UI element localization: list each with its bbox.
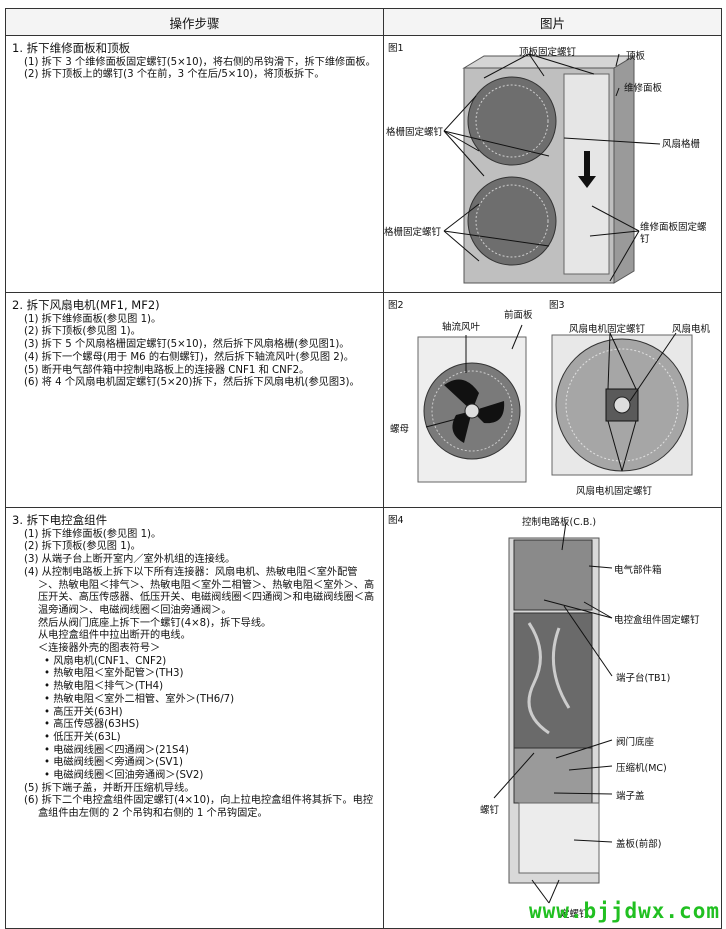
step-item: (4) 从控制电路板上拆下以下所有连接器：风扇电机、热敏电阻＜室外配管＞、热敏电… — [24, 566, 375, 616]
step-item: (1) 拆下维修面板(参见图 1)。 — [24, 528, 162, 540]
step-note: ＜连接器外壳的图表符号＞ — [38, 643, 161, 655]
step-item: (3) 从端子台上断开室内／室外机组的连接线。 — [24, 554, 236, 566]
step-item: (2) 拆下顶板上的螺钉(3 个在前，3 个在后/5×10)，将顶板拆下。 — [24, 69, 325, 81]
connector-item: • 电磁阀线圈＜回油旁通阀＞(SV2) — [44, 770, 204, 782]
figure-2-3: 图2 图3 — [383, 292, 722, 508]
step-item: (2) 拆下顶板(参见图 1)。 — [24, 541, 141, 553]
label-fan-grille: 风扇格栅 — [662, 139, 701, 150]
step-title: 1. 拆下维修面板和顶板 — [12, 41, 131, 55]
label-terminal-block: 端子台(TB1) — [616, 673, 671, 684]
connector-item: • 高压传感器(63HS) — [44, 719, 140, 731]
label-screw: 螺钉 — [480, 805, 500, 816]
step-item: (3) 拆下 5 个风扇格栅固定螺钉(5×10)，然后拆下风扇格栅(参见图1)。 — [24, 339, 350, 351]
label-axial-fan: 轴流风叶 — [442, 322, 481, 333]
connector-item: • 风扇电机(CNF1、CNF2) — [44, 655, 167, 667]
label-box-screw: 电控盒组件固定螺钉 — [614, 615, 700, 626]
label-grille-screw-2: 格栅固定螺钉 — [384, 227, 442, 238]
connector-item: • 热敏电阻＜排气＞(TH4) — [44, 681, 164, 693]
step-item: (6) 拆下二个电控盒组件固定螺钉(4×10)，向上拉电控盒组件将其拆下。电控盒… — [24, 795, 374, 820]
label-terminal-cover: 端子盖 — [616, 791, 645, 802]
label-fan-motor: 风扇电机 — [672, 324, 711, 335]
connector-item: • 热敏电阻＜室外配管＞(TH3) — [44, 668, 184, 680]
figure-4: 图4 — [383, 507, 722, 929]
step-item: (6) 将 4 个风扇电机固定螺钉(5×20)拆下，然后拆下风扇电机(参见图3)… — [24, 377, 360, 389]
fan-photos — [417, 324, 693, 483]
step-note: 从电控盒组件中拉出断开的电线。 — [38, 630, 191, 642]
step-note: 然后从阀门底座上拆下一个螺钉(4×8)，拆下导线。 — [38, 617, 272, 629]
label-top-screw: 顶板固定螺钉 — [519, 47, 577, 58]
label-control-board: 控制电路板(C.B.) — [522, 517, 597, 528]
connector-item: • 电磁阀线圈＜四通阀＞(21S4) — [44, 744, 189, 756]
figure-1: 图1 — [383, 35, 722, 293]
step-item: (5) 拆下端子盖，并断开压缩机导线。 — [24, 782, 195, 794]
step-title: 2. 拆下风扇电机(MF1, MF2) — [12, 298, 160, 312]
label-motor-screw: 风扇电机固定螺钉 — [569, 324, 646, 335]
connector-item: • 电磁阀线圈＜旁通阀＞(SV1) — [44, 757, 183, 769]
label-bottom-screw: 定螺钉 — [560, 909, 589, 920]
connector-item: • 热敏电阻＜室外二相管、室外＞(TH6/7) — [44, 693, 235, 705]
control-box-photo — [493, 521, 613, 904]
header-steps: 操作步骤 — [5, 8, 384, 36]
row2-steps: 2. 拆下风扇电机(MF1, MF2) (1) 拆下维修面板(参见图 1)。 (… — [5, 292, 384, 508]
watermark: www.bjjdwx.com — [528, 899, 720, 923]
step-item: (1) 拆下 3 个维修面板固定螺钉(5×10)，将右侧的吊钩滑下，拆下维修面板… — [24, 56, 376, 68]
label-front-panel: 前面板 — [504, 310, 533, 321]
label-service-screw: 维修面板固定螺钉 — [640, 222, 707, 245]
label-compressor: 压缩机(MC) — [616, 763, 667, 774]
step-item: (5) 断开电气部件箱中控制电路板上的连接器 CNF1 和 CNF2。 — [24, 364, 310, 376]
row1-steps: 1. 拆下维修面板和顶板 (1) 拆下 3 个维修面板固定螺钉(5×10)，将右… — [5, 35, 384, 293]
connector-item: • 低压开关(63L) — [44, 731, 121, 743]
label-grille-screw: 格栅固定螺钉 — [386, 127, 444, 138]
figure-caption: 图1 — [388, 43, 404, 54]
label-nut: 螺母 — [390, 424, 410, 435]
figure-3-caption: 图3 — [549, 300, 565, 311]
label-elec-box: 电气部件箱 — [614, 565, 662, 576]
step-item: (2) 拆下顶板(参见图 1)。 — [24, 326, 141, 338]
step-item: (4) 拆下一个螺母(用于 M6 的右侧螺钉)，然后拆下轴流风叶(参见图 2)。 — [24, 351, 354, 363]
connector-item: • 高压开关(63H) — [44, 706, 123, 718]
outdoor-unit-photo — [443, 53, 661, 284]
label-motor-screw-2: 风扇电机固定螺钉 — [576, 486, 653, 497]
label-front-cover: 盖板(前部) — [616, 839, 662, 850]
label-top-panel: 顶板 — [626, 51, 646, 62]
step-title: 3. 拆下电控盒组件 — [12, 513, 108, 527]
step-item: (1) 拆下维修面板(参见图 1)。 — [24, 313, 162, 325]
label-valve-base: 阀门底座 — [616, 737, 655, 748]
header-figures: 图片 — [383, 8, 722, 36]
procedure-table: 操作步骤 图片 1. 拆下维修面板和顶板 (1) 拆下 3 个维修面板固定螺钉(… — [5, 8, 722, 929]
row3-steps: 3. 拆下电控盒组件 (1) 拆下维修面板(参见图 1)。 (2) 拆下顶板(参… — [5, 507, 384, 929]
figure-caption: 图4 — [388, 515, 404, 526]
label-service-panel: 维修面板 — [624, 83, 663, 94]
figure-2-caption: 图2 — [388, 300, 404, 311]
